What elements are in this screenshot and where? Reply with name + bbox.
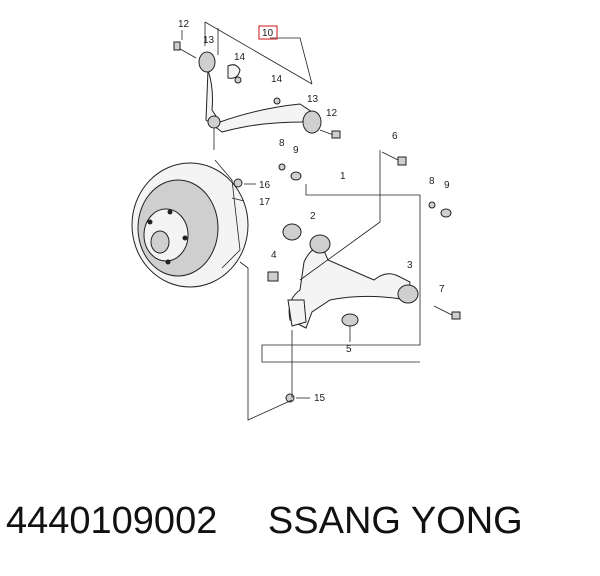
group-label: 10 [258,25,278,40]
callout-14a: 14 [234,52,246,63]
callout-15: 15 [314,393,326,404]
assembly-outline [204,21,421,421]
callout-12b: 12 [326,108,338,119]
callout-8a: 8 [279,138,285,149]
callout-16: 16 [259,180,271,191]
callout-5: 5 [346,344,352,355]
callout-9b: 9 [444,180,450,191]
suspension-diagram: 10 12 13 14 14 13 12 6 8 9 1 16 8 9 17 2… [131,19,461,421]
callout-6: 6 [392,131,398,142]
callout-labels: 12 13 14 14 13 12 6 8 9 1 16 8 9 17 2 4 … [178,19,450,404]
callout-3: 3 [407,260,413,271]
callout-7: 7 [439,284,445,295]
callout-17: 17 [259,197,271,208]
callout-13b: 13 [307,94,319,105]
callout-14b: 14 [271,74,283,85]
brand-name: SSANG YONG [267,500,523,542]
part-number: 4440109002 [6,500,218,542]
upper-control-arm [198,51,322,150]
callout-2: 2 [310,211,316,222]
callout-8b: 8 [429,176,435,187]
lower-control-arm [287,234,419,329]
callout-1: 1 [340,171,346,182]
bushings [231,151,461,403]
upper-bolts [173,41,341,139]
callout-9a: 9 [293,145,299,156]
callout-13a: 13 [203,35,215,46]
group-label-text: 10 [262,28,274,39]
part-caption: 4440109002 SSANG YONG [6,500,596,560]
brake-disc-hub [131,159,249,288]
callout-12a: 12 [178,19,190,30]
callout-4: 4 [271,250,277,261]
